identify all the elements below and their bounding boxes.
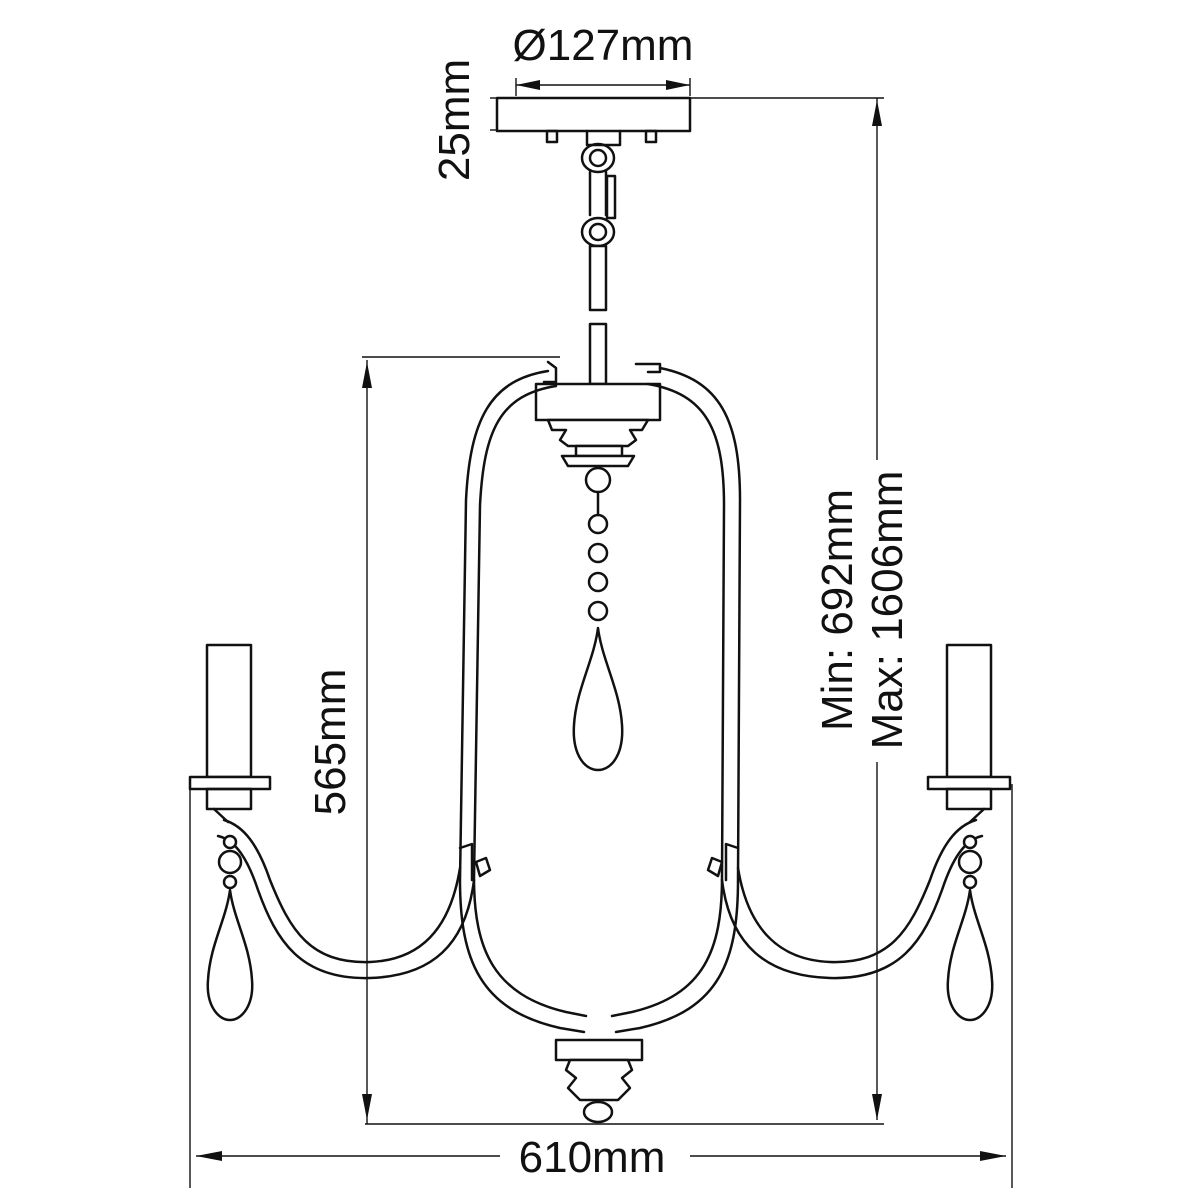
min-drop-label: Min: 692mm: [813, 489, 862, 731]
body-height-label: 565mm: [306, 669, 355, 816]
overall-width-label: 610mm: [519, 1133, 666, 1182]
canopy-diameter-label: Ø127mm: [513, 21, 694, 70]
ceiling-canopy: [495, 96, 692, 147]
max-drop-label: Max: 1606mm: [863, 471, 912, 750]
bottom-finial: [554, 1038, 644, 1124]
left-candle-holder: [188, 643, 272, 824]
left-crystal-drop: [206, 834, 254, 1022]
central-crystal-strand: [572, 466, 624, 772]
frame-arms: [216, 366, 984, 1034]
right-crystal-drop: [946, 834, 994, 1022]
suspension-chain: [580, 142, 617, 386]
top-hub: [534, 360, 662, 468]
right-candle-holder: [926, 643, 1012, 824]
canopy-height-label: 25mm: [430, 59, 479, 181]
dimension-lines: [189, 78, 1013, 1188]
